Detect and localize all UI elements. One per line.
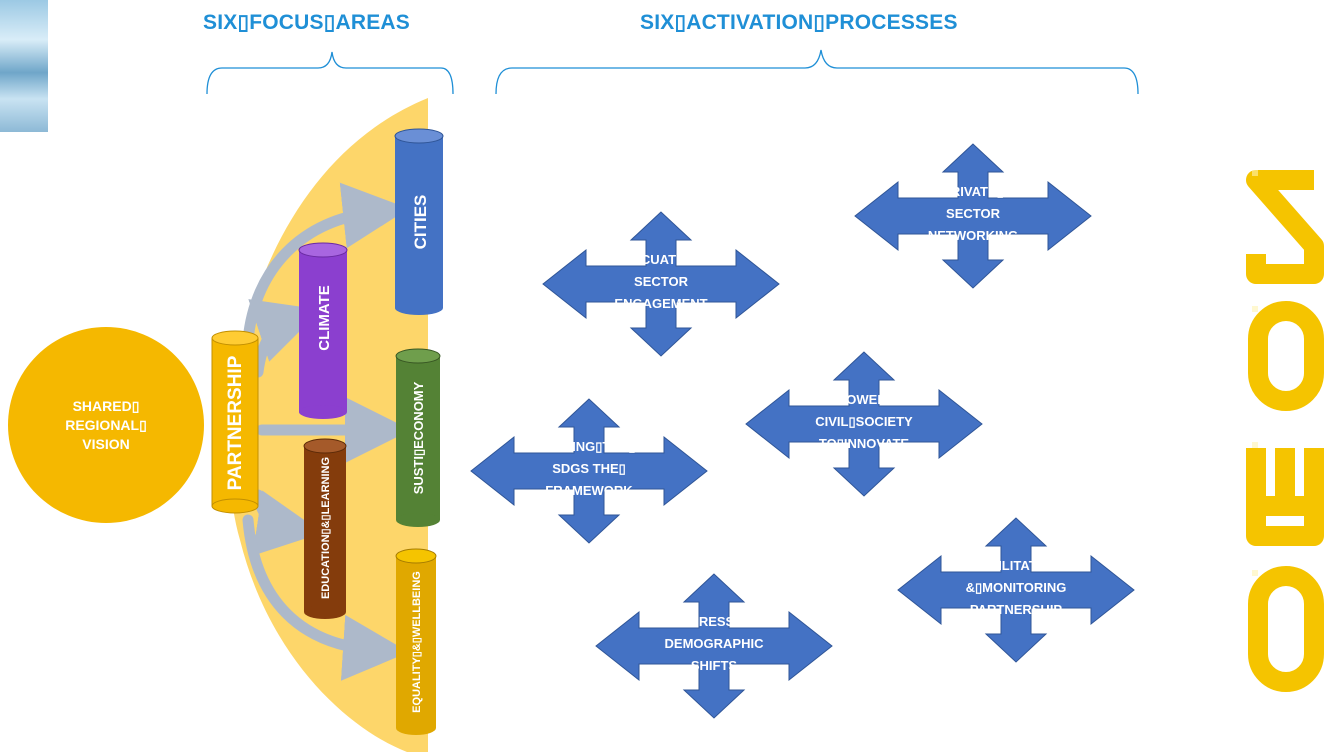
- glacier-photo: [0, 0, 48, 132]
- vision-text: SHARED▯ REGIONAL▯ VISION: [65, 397, 147, 452]
- arrow-to-equality: [242, 514, 409, 681]
- arrow-to-education: [252, 489, 323, 556]
- digit-0b-shape: [1248, 566, 1324, 692]
- education-label: EDUCATION▯&▯LEARNING: [320, 457, 332, 599]
- partnership-label: PARTNERSHIP: [225, 355, 246, 490]
- focus-area-cities: CITIES: [394, 128, 444, 315]
- digit-3-shape: [1246, 448, 1324, 546]
- focus-area-climate: CLIMATE: [298, 242, 348, 419]
- connector-arrows: [242, 182, 411, 681]
- economy-label: SUSTI▯ECONOMY: [411, 381, 426, 494]
- climate-label: CLIMATE: [316, 285, 333, 351]
- focus-area-economy: SUSTI▯ECONOMY: [395, 348, 441, 527]
- process-diamonds: [470, 143, 1135, 719]
- year-digits: 2: [1246, 170, 1324, 692]
- year-2030: 2: [1246, 170, 1324, 692]
- cities-label: CITIES: [411, 195, 430, 250]
- activation-processes-header: SIX▯ACTIVATION▯PROCESSES: [640, 11, 958, 34]
- focus-area-education: EDUCATION▯&▯LEARNING: [303, 438, 347, 619]
- shared-regional-vision-circle: SHARED▯ REGIONAL▯ VISION: [8, 327, 204, 523]
- digit-0a-shape: [1248, 301, 1324, 411]
- digit-2-shape: [1246, 170, 1324, 284]
- partnership-cylinder: PARTNERSHIP: [211, 330, 259, 514]
- arrow-to-climate: [248, 299, 322, 378]
- process-sdgs-framework-label: MAKING▯THE▯SDGS THE▯FRAMEWORK: [542, 439, 635, 498]
- equality-label: EQUALITY▯&▯WELLBEING: [411, 571, 423, 713]
- focus-areas-header: SIX▯FOCUS▯AREAS: [203, 11, 410, 34]
- focus-area-equality: EQUALITY▯&▯WELLBEING: [395, 548, 437, 735]
